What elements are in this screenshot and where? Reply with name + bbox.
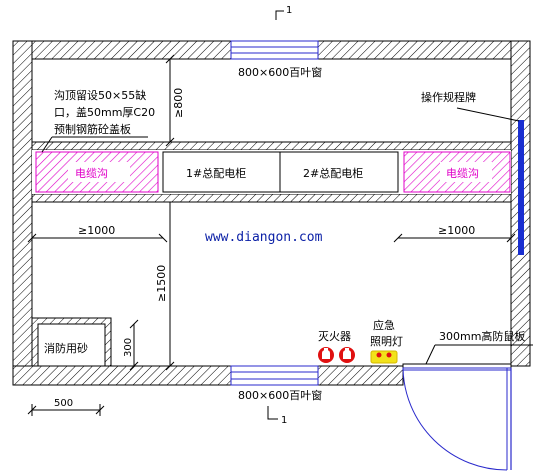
door (402, 367, 512, 471)
rat-board-label: 300mm高防鼠板 (439, 329, 525, 343)
svg-text:≥1000: ≥1000 (438, 224, 475, 237)
svg-text:口，盖50mm厚C20: 口，盖50mm厚C20 (54, 105, 155, 119)
dim-left-clear: ≥1000 (27, 224, 168, 244)
watermark: www.diangon.com (205, 230, 323, 245)
emergency-light-label-2: 照明灯 (370, 335, 403, 348)
dim-right-clear: ≥1000 (393, 224, 516, 243)
fire-sand-box: 消防用砂 (31, 317, 112, 367)
cabinet-1-label: 1#总配电柜 (186, 166, 246, 180)
dim-sand-height: 300 (123, 319, 139, 371)
window-bottom-label: 800×600百叶窗 (238, 388, 322, 402)
sign-board: 操作规程牌 (421, 90, 524, 255)
fire-extinguisher-icon (318, 347, 334, 363)
sign-board-label: 操作规程牌 (421, 90, 476, 104)
cable-trench-left-label: 电缆沟 (75, 167, 108, 180)
wall-left (12, 40, 33, 386)
svg-text:1: 1 (281, 415, 287, 426)
rat-board (402, 363, 512, 369)
svg-text:预制钢筋砼盖板: 预制钢筋砼盖板 (54, 122, 131, 136)
dim-top-gap: ≥800 (165, 54, 185, 147)
svg-text:沟顶留设50×55缺: 沟顶留设50×55缺 (54, 88, 146, 102)
fire-sand-label: 消防用砂 (44, 341, 88, 355)
svg-text:≥800: ≥800 (172, 88, 185, 118)
svg-text:≥1000: ≥1000 (78, 224, 115, 237)
wall-top-left (12, 40, 232, 60)
wall-bottom-left (12, 365, 232, 386)
cabinet-2 (279, 151, 399, 193)
trench-note: 沟顶留设50×55缺 口，盖50mm厚C20 预制钢筋砼盖板 (41, 88, 155, 153)
window-top-label: 800×600百叶窗 (238, 65, 322, 79)
cabinet-2-label: 2#总配电柜 (303, 166, 363, 180)
emergency-light-icon (370, 350, 398, 364)
emergency-light-label-1: 应急 (373, 318, 395, 332)
window-bottom (230, 365, 319, 386)
cable-trench-right-label: 电缆沟 (446, 167, 479, 180)
svg-text:≥1500: ≥1500 (155, 265, 168, 302)
room-floor (31, 58, 512, 367)
dim-front-clear: ≥1500 (155, 202, 175, 371)
emergency-light-group: 应急 照明灯 (370, 318, 403, 364)
fire-extinguisher-label: 灭火器 (318, 330, 351, 343)
section-mark-top: 1 (275, 5, 292, 20)
walls (12, 40, 531, 386)
svg-text:1: 1 (286, 5, 292, 16)
fire-extinguisher-group: 灭火器 (318, 330, 355, 363)
svg-text:300: 300 (123, 338, 134, 357)
wall-bottom-mid (317, 365, 404, 386)
dim-sand-width: 500 (27, 398, 105, 416)
section-mark-bottom: 1 (267, 406, 287, 426)
svg-text:500: 500 (54, 398, 73, 409)
fire-extinguisher-icon (339, 347, 355, 363)
window-top (230, 40, 319, 60)
wall-top-right (317, 40, 531, 60)
cable-trench-band: 电缆沟 电缆沟 1#总配电柜 2#总配电柜 (31, 141, 512, 203)
